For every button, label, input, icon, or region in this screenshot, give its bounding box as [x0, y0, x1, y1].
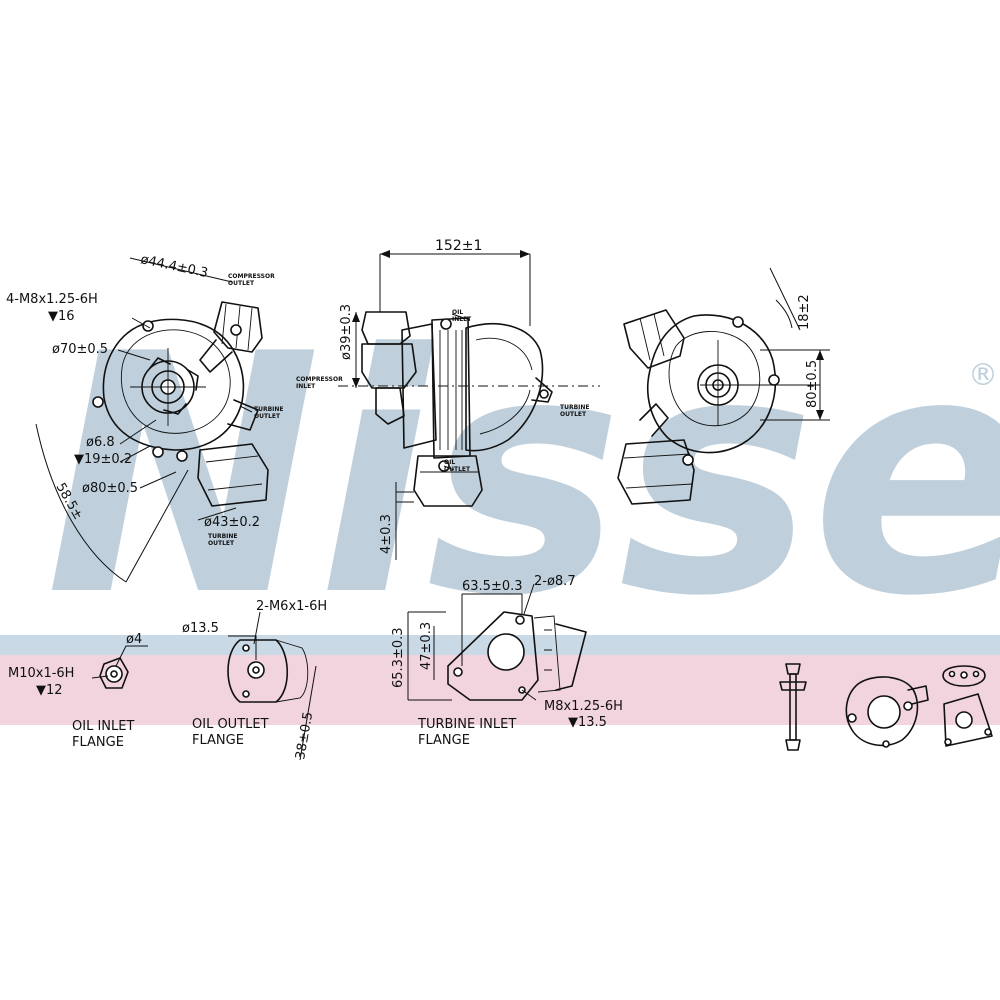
label-turbine-outlet-1: TURBINE [254, 406, 284, 413]
label-turbine-outlet-4: OUTLET [208, 540, 235, 547]
thread-spec: 4-M8x1.25-6H [6, 292, 98, 307]
accessory-turbine-gasket [845, 676, 929, 748]
turbine-inlet-flange-drawing [407, 583, 587, 701]
label-oil-outlet-2: OUTLET [444, 466, 471, 473]
dim-dia-44: ø44.4±0.3 [139, 252, 209, 281]
accessory-small-gaskets [942, 665, 993, 747]
oil-outlet-thread: 2-M6x1-6H [256, 599, 327, 614]
oil-outlet-title-1: OIL OUTLET [192, 717, 269, 732]
dim-angle-18: 18±2 [797, 294, 812, 330]
dim-dia-6-8: ø6.8 [86, 435, 115, 450]
dim-dia-39: ø39±0.3 [339, 304, 354, 360]
label-oil-inlet-2: INLET [452, 316, 472, 323]
oil-inlet-flange-drawing [91, 645, 148, 689]
label-oil-outlet-1: OIL [444, 459, 455, 466]
label-compressor-inlet-2: INLET [296, 383, 316, 390]
label-turbine-outlet-3: TURBINE [208, 533, 238, 540]
oil-inlet-title-2: FLANGE [72, 735, 124, 750]
side-view [338, 250, 600, 560]
dim-dia-70: ø70±0.5 [52, 342, 108, 357]
accessory-oil-pipe [779, 663, 807, 751]
oil-inlet-depth: ▼12 [36, 683, 63, 698]
oil-outlet-flange-drawing [227, 611, 317, 761]
dim-offset-4: 4±0.3 [379, 514, 394, 554]
turbine-inlet-title-2: FLANGE [418, 733, 470, 748]
oil-outlet-title-2: FLANGE [192, 733, 244, 748]
dim-depth-19: ▼19±0.2 [74, 452, 132, 467]
turbine-inlet-holes: 2-ø8.7 [534, 574, 576, 589]
registered-mark: ® [968, 358, 998, 393]
oil-inlet-title-1: OIL INLET [72, 719, 134, 734]
label-compressor-outlet-1: COMPRESSOR [228, 273, 275, 280]
dim-dia-43: ø43±0.2 [204, 515, 260, 530]
thread-depth: ▼16 [48, 309, 75, 324]
label-oil-inlet-1: OIL [452, 309, 463, 316]
compressor-side-view [35, 257, 269, 583]
dim-dia-80: ø80±0.5 [82, 481, 138, 496]
dim-height-80: 80±0.5 [805, 360, 820, 408]
dim-length-152: 152±1 [435, 238, 482, 254]
label-side-turbine-outlet-2: OUTLET [560, 411, 587, 418]
turbine-inlet-title-1: TURBINE INLET [417, 717, 516, 732]
label-compressor-outlet-2: OUTLET [228, 280, 255, 287]
turbine-inlet-width: 63.5±0.3 [462, 579, 523, 594]
oil-inlet-thread: M10x1-6H [8, 666, 74, 681]
turbine-inlet-height-65: 65.3±0.3 [391, 627, 406, 688]
oil-inlet-dia: ø4 [126, 632, 142, 647]
turbine-inlet-depth: ▼13.5 [568, 715, 607, 730]
turbine-inlet-thread: M8x1.25-6H [544, 699, 623, 714]
label-side-turbine-outlet-1: TURBINE [560, 404, 590, 411]
turbine-side-view [617, 267, 830, 505]
label-compressor-inlet-1: COMPRESSOR [296, 376, 343, 383]
label-turbine-outlet-2: OUTLET [254, 413, 281, 420]
turbine-inlet-height-47: 47±0.3 [419, 622, 434, 670]
oil-outlet-dia: ø13.5 [182, 621, 219, 636]
